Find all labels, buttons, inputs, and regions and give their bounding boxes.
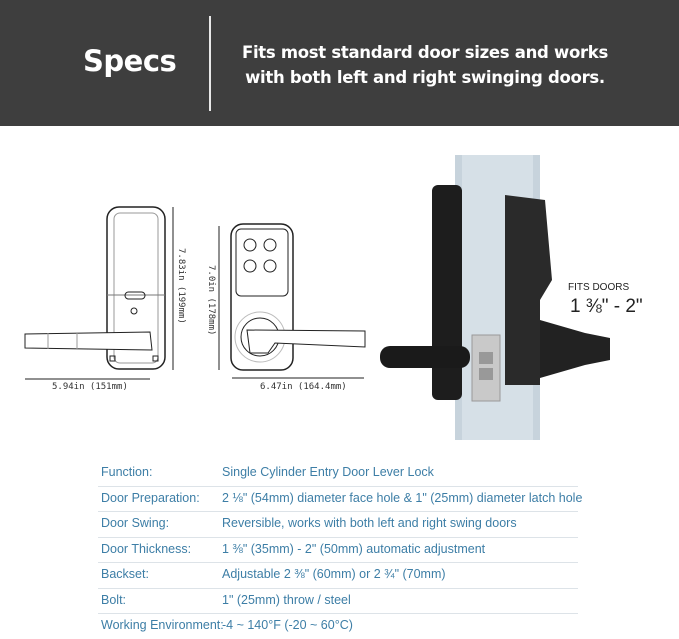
specs-table: Function:Single Cylinder Entry Door Leve… <box>98 461 582 639</box>
header-divider <box>209 16 211 111</box>
spec-row-door-thickness: Door Thickness:1 ⅜" (35mm) - 2" (50mm) a… <box>98 538 578 563</box>
header-banner: Specs Fits most standard door sizes and … <box>0 0 679 126</box>
side-view-drawing <box>24 206 166 370</box>
spec-row-function: Function:Single Cylinder Entry Door Leve… <box>98 461 578 487</box>
spec-row-backset: Backset:Adjustable 2 ⅜" (60mm) or 2 ¾" (… <box>98 563 578 589</box>
page-title: Specs <box>83 44 177 78</box>
spec-row-working-environment: Working Environment:-4 ~ 140°F (-20 ~ 60… <box>101 618 353 632</box>
tagline: Fits most standard door sizes and works … <box>240 40 610 90</box>
side-width-label: 5.94in (151mm) <box>52 382 128 392</box>
lock-diagram <box>24 155 610 440</box>
fits-doors-value: 1 ⅜" - 2" <box>570 296 643 317</box>
tagline-line-1: Fits most standard door sizes and works <box>241 43 609 62</box>
spec-row-door-swing: Door Swing:Reversible, works with both l… <box>98 512 578 538</box>
side-height-label: 7.83in (199mm) <box>176 248 186 324</box>
front-view-drawing <box>230 223 366 371</box>
front-height-label: 7.0in (178mm) <box>206 265 216 336</box>
spec-row-door-preparation: Door Preparation:2 ⅛" (54mm) diameter fa… <box>98 487 582 512</box>
installed-lock-illustration <box>380 155 610 440</box>
fits-doors-label: FITS DOORS <box>568 282 630 293</box>
spec-row-bolt: Bolt:1" (25mm) throw / steel <box>98 589 578 614</box>
front-width-label: 6.47in (164.4mm) <box>260 382 347 392</box>
tagline-line-2: with both left and right swinging doors. <box>245 68 605 87</box>
